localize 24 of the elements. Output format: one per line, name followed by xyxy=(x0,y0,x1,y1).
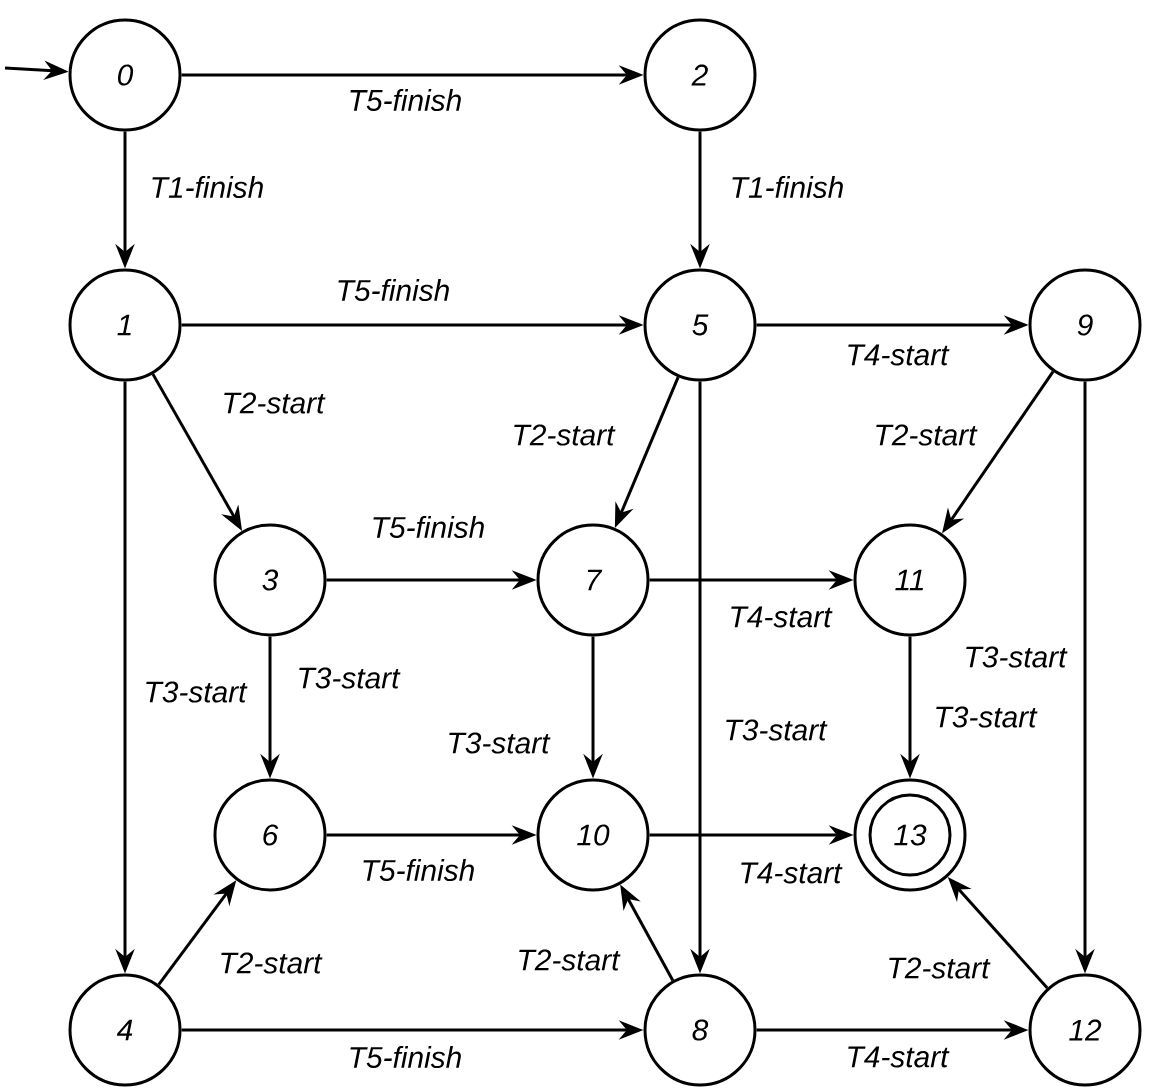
edge-label: T1-finish xyxy=(147,174,267,200)
edge-label: T2-start xyxy=(871,422,979,448)
edge-label: T4-start xyxy=(736,860,844,886)
edge-label: T3-start xyxy=(294,665,402,691)
edge-label: T3-start xyxy=(961,644,1069,670)
edge-label: T3-start xyxy=(721,717,829,743)
edge-label: T5-finish xyxy=(358,857,478,883)
edge-label: T5-finish xyxy=(345,1044,465,1070)
edge-label: T3-start xyxy=(444,730,552,756)
edge-label: T4-start xyxy=(843,342,951,368)
edge-label: T2-start xyxy=(884,955,992,981)
edge-label: T3-start xyxy=(931,704,1039,730)
edge-label: T5-finish xyxy=(368,514,488,540)
edge-label: T5-finish xyxy=(334,277,453,303)
edge-label: T3-start xyxy=(141,679,249,705)
edge-label: T1-finish xyxy=(728,174,847,200)
edge-label: T2-start xyxy=(219,390,327,416)
edge-label: T2-start xyxy=(509,422,617,448)
edge-label: T2-start xyxy=(216,950,324,976)
edge-label: T4-start xyxy=(843,1044,951,1070)
edge-label: T5-finish xyxy=(345,87,465,113)
edge-label: T4-start xyxy=(726,604,834,630)
accept-state: 13 xyxy=(853,778,967,892)
edge-label: T2-start xyxy=(514,947,622,973)
